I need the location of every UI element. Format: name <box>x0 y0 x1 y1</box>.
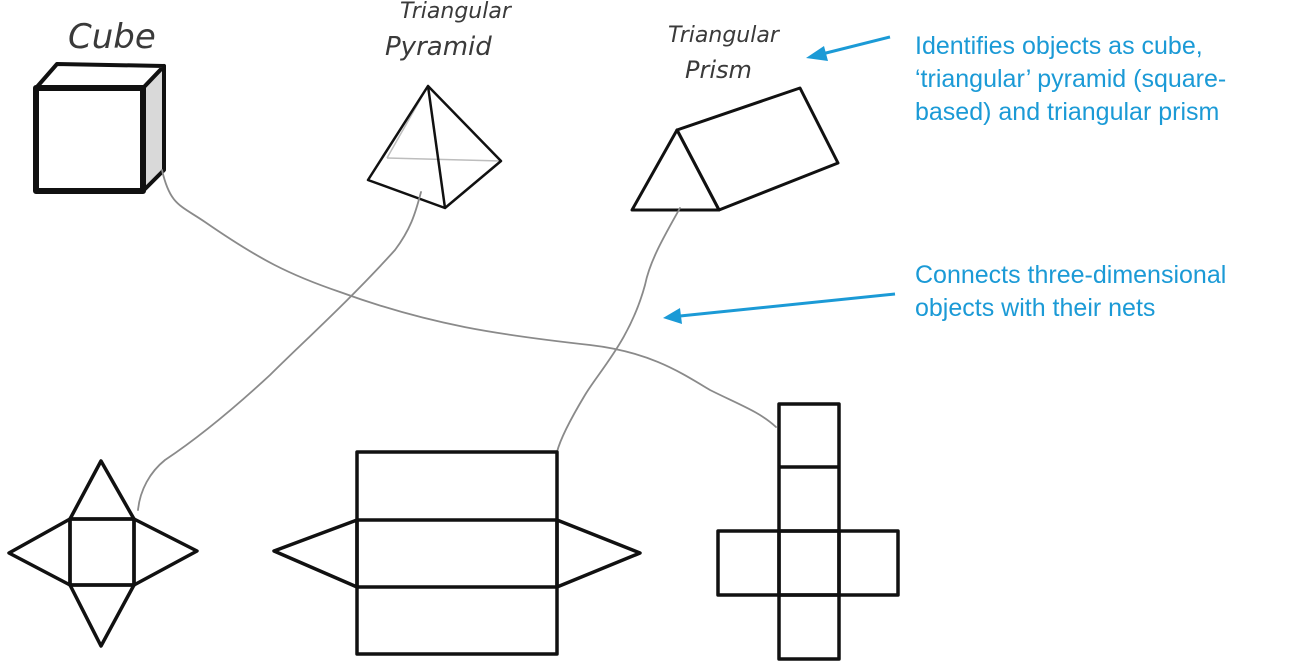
cube-shape <box>33 62 166 194</box>
annotation-identifies-objects: Identifies objects as cube, ‘triangular’… <box>915 32 1227 126</box>
annotation-arrows <box>663 35 896 324</box>
arrow-identifies <box>821 35 891 56</box>
triangular-prism-net <box>272 450 642 656</box>
connector-pyramid-to-net <box>137 191 422 511</box>
triangular-prism-shape <box>630 86 840 212</box>
label-prism-line2: Prism <box>685 56 752 84</box>
arrowhead-connects-icon <box>663 308 682 324</box>
label-prism-line1: Triangular <box>668 23 781 48</box>
arrow-connects <box>679 292 896 318</box>
pyramid-net <box>7 459 199 648</box>
arrowhead-identifies-icon <box>806 46 828 61</box>
connector-prism-to-net <box>556 207 681 453</box>
label-pyramid-line1: Triangular <box>400 0 513 24</box>
connector-cube-to-net <box>161 169 777 428</box>
annotation-connects-nets: Connects three-dimensional objects with … <box>915 261 1227 322</box>
connector-lines <box>137 169 777 511</box>
label-cube: Cube <box>68 17 156 57</box>
cube-net <box>716 402 900 661</box>
label-pyramid-line2: Pyramid <box>385 32 492 62</box>
pyramid-shape <box>366 84 503 210</box>
